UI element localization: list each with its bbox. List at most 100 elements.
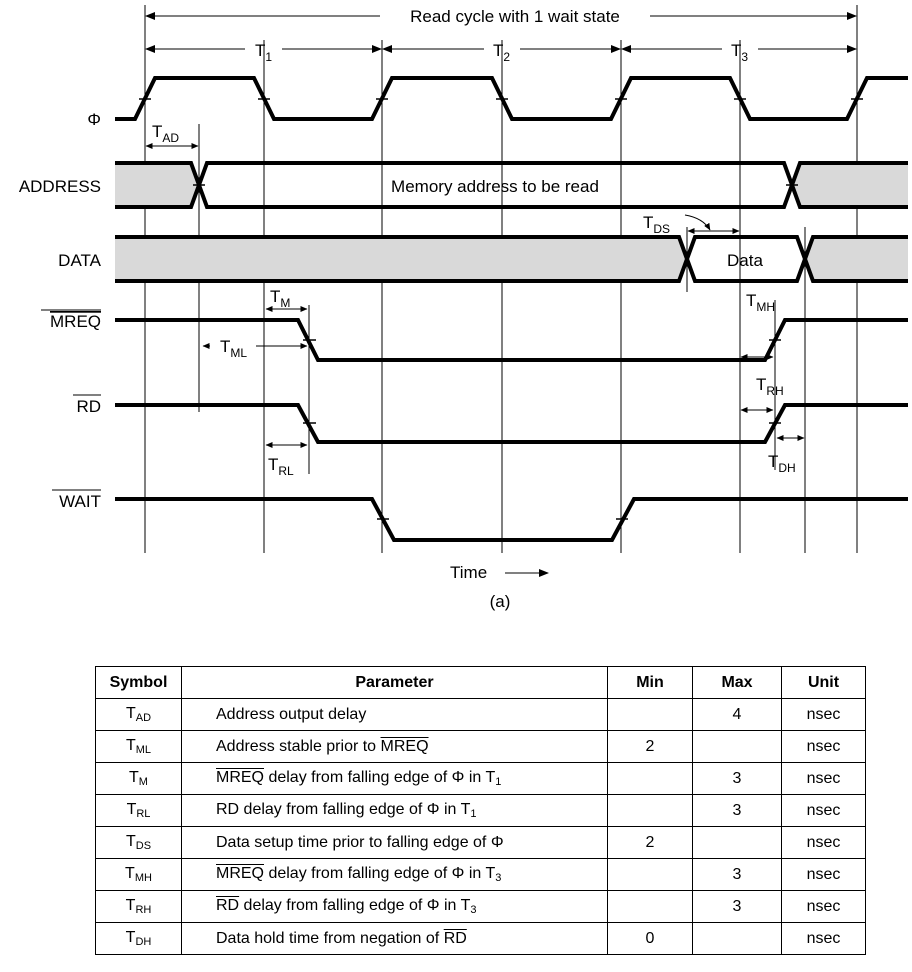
min-cell: 0 xyxy=(607,922,693,955)
unit-cell: nsec xyxy=(781,730,866,763)
max-cell xyxy=(692,730,782,763)
parameter-text: 3 xyxy=(470,904,477,916)
symbol-subscript: M xyxy=(138,776,148,788)
label-rd: RD xyxy=(76,397,101,416)
symbol-subscript: RL xyxy=(136,808,151,820)
max-cell xyxy=(692,922,782,955)
label-address: ADDRESS xyxy=(19,177,101,196)
parameter-text: 3 xyxy=(495,872,502,884)
cycle-label: Read cycle with 1 wait state xyxy=(410,7,620,26)
header-unit: Unit xyxy=(781,666,866,699)
label-mreq: MREQ xyxy=(50,312,101,331)
label-clock: Φ xyxy=(87,110,101,129)
tm-label: TM xyxy=(270,287,290,310)
max-cell: 3 xyxy=(692,794,782,827)
mreq-waveform xyxy=(115,318,908,362)
parameter-text: delay from falling edge of Φ in T xyxy=(264,769,496,786)
min-cell xyxy=(607,762,693,795)
max-cell: 3 xyxy=(692,762,782,795)
max-cell: 3 xyxy=(692,858,782,891)
symbol-cell: TMH xyxy=(95,858,182,891)
symbol-subscript: MH xyxy=(134,872,152,884)
data-bus xyxy=(115,235,908,283)
symbol-base: T xyxy=(125,897,136,914)
max-cell: 3 xyxy=(692,890,782,923)
max-cell xyxy=(692,826,782,859)
symbol-cell: TDS xyxy=(95,826,182,859)
table-header-row: Symbol Parameter Min Max Unit xyxy=(95,666,866,699)
tad-label: TAD xyxy=(152,122,179,145)
parameter-cell: MREQ delay from falling edge of Φ in T3 xyxy=(181,858,608,891)
parameter-text: Address output delay xyxy=(216,705,367,723)
unit-cell: nsec xyxy=(781,858,866,891)
table-row: TDS Data setup time prior to falling edge… xyxy=(95,826,866,859)
symbol-subscript: DS xyxy=(135,840,152,852)
min-cell: 2 xyxy=(607,730,693,763)
symbol-base: T xyxy=(125,865,135,882)
parameter-text: Address stable prior to xyxy=(216,737,381,755)
period-t3: T3 xyxy=(731,41,748,64)
min-cell xyxy=(607,858,693,891)
tml-label: TML xyxy=(220,337,247,360)
min-cell xyxy=(607,890,693,923)
trl-label: TRL xyxy=(268,455,294,478)
clock-waveform xyxy=(115,76,908,121)
parameter-text: 1 xyxy=(495,776,502,788)
parameter-cell: RD delay from falling edge of Φ in T1 xyxy=(181,794,608,827)
min-cell xyxy=(607,794,693,827)
label-wait: WAIT xyxy=(59,492,101,511)
timing-diagram: Read cycle with 1 wait state T1 T2 T3 Φ … xyxy=(19,5,908,611)
symbol-cell: TAD xyxy=(95,698,182,731)
min-cell: 2 xyxy=(607,826,693,859)
parameter-cell: Data setup time prior to falling edge of… xyxy=(181,826,608,859)
parameter-text: RD delay from falling edge of Φ in T xyxy=(216,801,471,818)
symbol-cell: TRL xyxy=(95,794,182,827)
trh-label: TRH xyxy=(756,375,784,398)
unit-cell: nsec xyxy=(781,762,866,795)
unit-cell: nsec xyxy=(781,826,866,859)
data-bus-text: Data xyxy=(727,251,763,270)
caption: (a) xyxy=(490,592,511,611)
header-max: Max xyxy=(692,666,782,699)
symbol-base: T xyxy=(129,769,139,786)
parameter-text: Data setup time prior to falling edge of… xyxy=(216,833,504,851)
symbol-base: T xyxy=(125,705,136,722)
parameter-cell: RD delay from falling edge of Φ in T3 xyxy=(181,890,608,923)
period-t1: T1 xyxy=(255,41,272,64)
address-bus-text: Memory address to be read xyxy=(391,177,599,196)
tds-pointer xyxy=(684,214,711,231)
parameter-text: MREQ xyxy=(216,769,264,786)
unit-cell: nsec xyxy=(781,922,866,955)
min-cell xyxy=(607,698,693,731)
parameter-cell: Data hold time from negation of RD xyxy=(181,922,608,955)
parameter-cell: Address output delay xyxy=(181,698,608,731)
max-cell: 4 xyxy=(692,698,782,731)
symbol-base: T xyxy=(125,929,136,946)
tdh-label: TDH xyxy=(768,452,796,475)
symbol-subscript: DH xyxy=(135,936,152,948)
symbol-cell: TML xyxy=(95,730,182,763)
parameter-text: 1 xyxy=(470,808,477,820)
header-parameter: Parameter xyxy=(181,666,608,699)
symbol-subscript: RH xyxy=(135,904,152,916)
unit-cell: nsec xyxy=(781,794,866,827)
symbol-base: T xyxy=(125,833,136,850)
header-symbol: Symbol xyxy=(95,666,182,699)
parameter-text: MREQ xyxy=(216,865,264,882)
parameter-text: RD xyxy=(216,897,240,914)
table-row: TM MREQ delay from falling edge of Φ in T… xyxy=(95,762,866,795)
parameter-cell: Address stable prior to MREQ xyxy=(181,730,608,763)
symbol-cell: TDH xyxy=(95,922,182,955)
parameter-text: delay from falling edge of Φ in T xyxy=(239,897,471,914)
symbol-cell: TRH xyxy=(95,890,182,923)
parameter-cell: MREQ delay from falling edge of Φ in T1 xyxy=(181,762,608,795)
symbol-subscript: AD xyxy=(135,712,152,724)
header-min: Min xyxy=(607,666,693,699)
